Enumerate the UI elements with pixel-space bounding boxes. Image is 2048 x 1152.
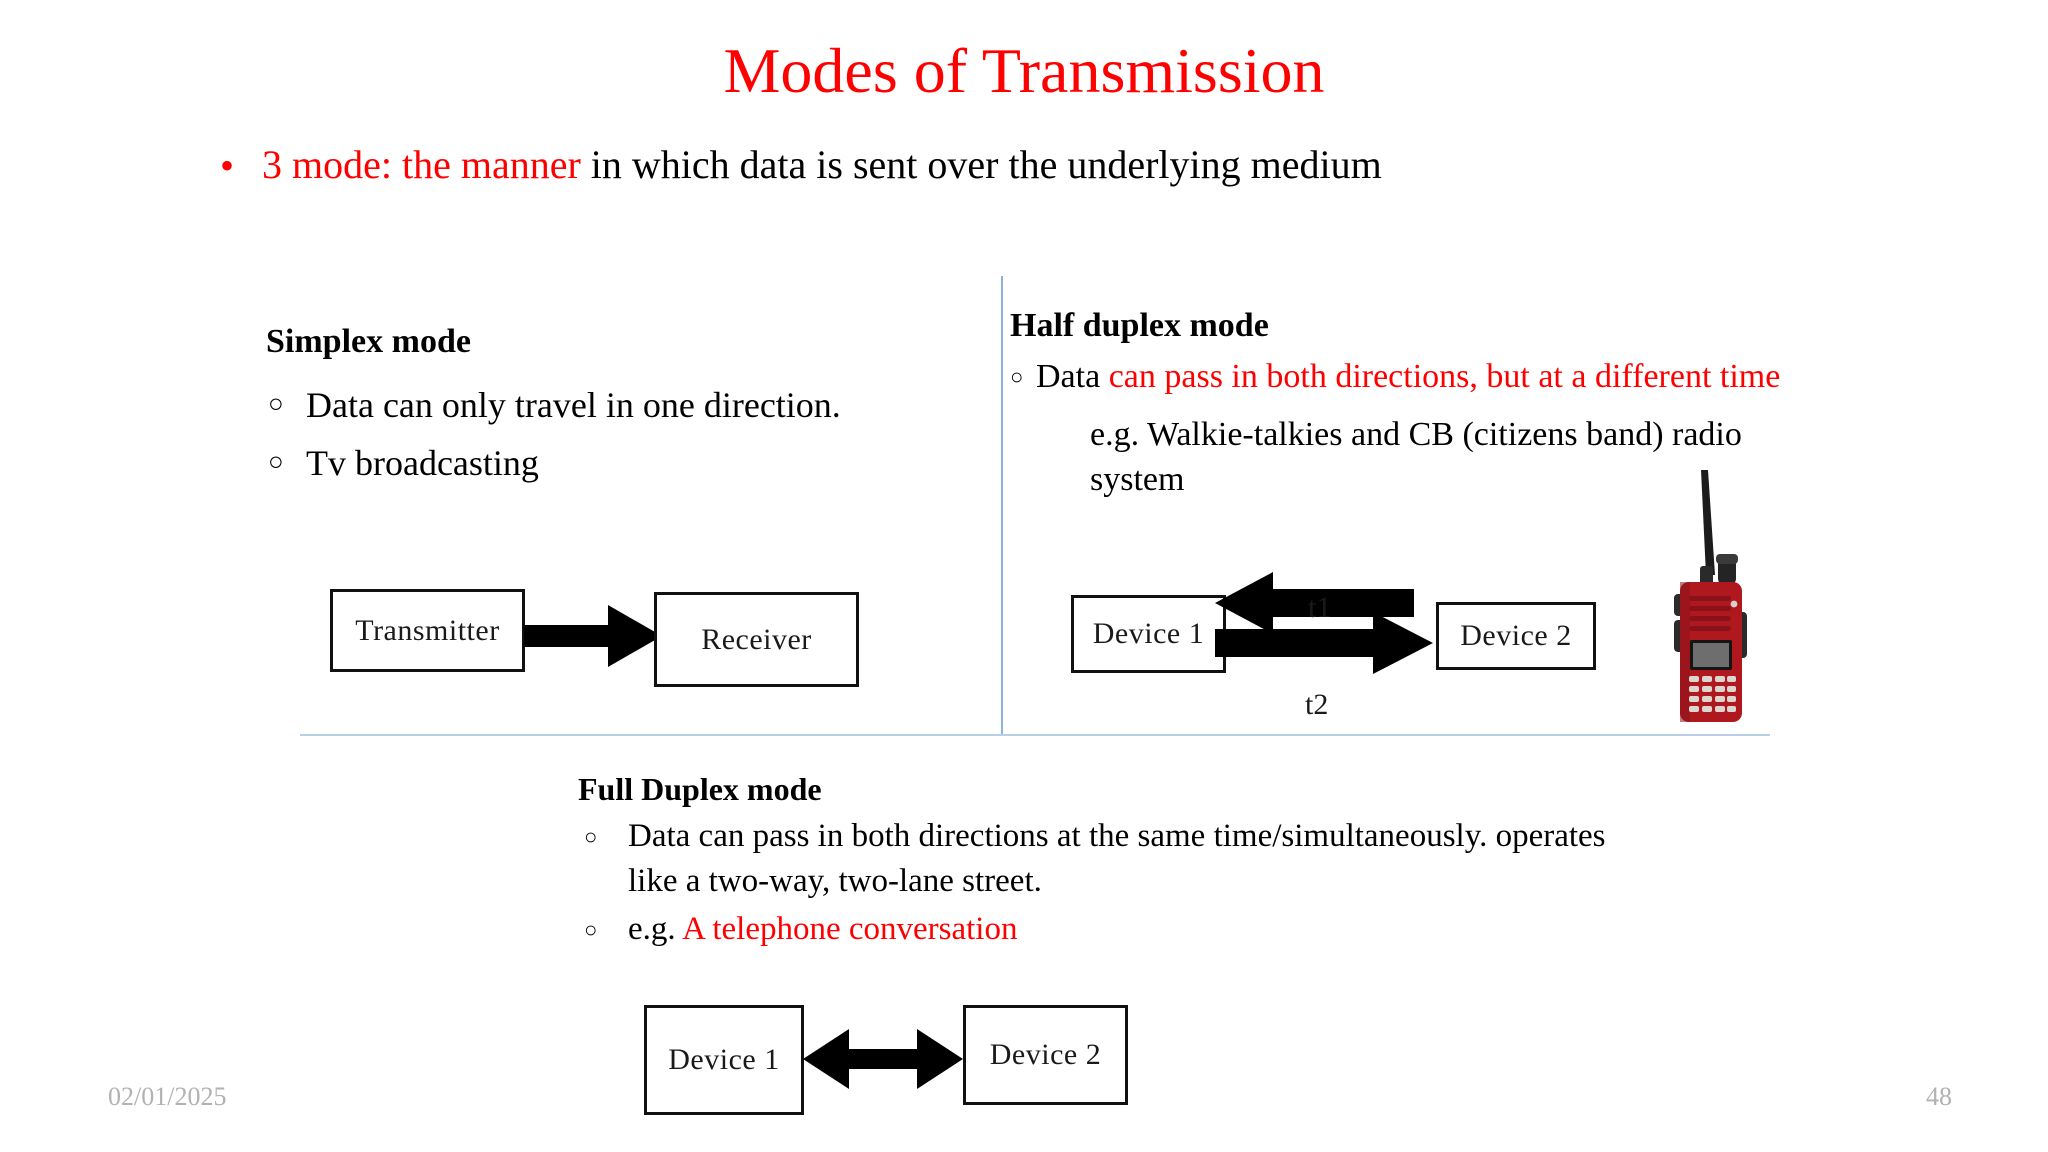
simplex-item-text: Tv broadcasting — [306, 442, 539, 483]
simplex-section: Simplex mode ○ Data can only travel in o… — [266, 322, 966, 495]
list-item: ○ Data can only travel in one direction. — [266, 379, 966, 431]
half-duplex-device1-box: Device 1 — [1071, 595, 1226, 673]
circle-bullet-icon: ○ — [584, 917, 598, 943]
full-duplex-section: Full Duplex mode ○ Data can pass in both … — [578, 770, 1628, 956]
bullet-dot-icon: • — [220, 143, 235, 188]
full-duplex-heading: Full Duplex mode — [578, 771, 822, 807]
simplex-item-text: Data can only travel in one direction. — [306, 384, 841, 425]
page-title: Modes of Transmission — [723, 35, 1325, 106]
lead-bullet-line: • 3 mode: the manner in which data is sen… — [220, 140, 1822, 190]
list-item: ○ e.g. A telephone conversation — [578, 907, 1628, 952]
full-duplex-device2-box: Device 2 — [963, 1005, 1128, 1105]
half-duplex-description: ○ Data can pass in both directions, but a… — [1010, 355, 1810, 399]
half-duplex-section: Half duplex mode ○ Data can pass in both … — [1010, 306, 1810, 503]
walkie-talkie-image — [1660, 470, 1760, 730]
footer-page-number: 48 — [1926, 1082, 1952, 1111]
simplex-transmitter-box: Transmitter — [330, 589, 525, 672]
list-item: ○ Data can pass in both directions at the… — [578, 814, 1628, 903]
vertical-divider — [1001, 276, 1003, 735]
full-duplex-device1-label: Device 1 — [668, 1043, 780, 1076]
full-duplex-item-red-text: A telephone conversation — [682, 911, 1018, 948]
half-duplex-black-text: Data — [1036, 357, 1101, 395]
full-duplex-device1-box: Device 1 — [644, 1005, 804, 1115]
circle-bullet-icon: ○ — [268, 388, 284, 418]
circle-bullet-icon: ○ — [268, 446, 284, 476]
half-duplex-example: e.g. Walkie-talkies and CB (citizens ban… — [1090, 415, 1742, 498]
lead-bullet-black-text: in which data is sent over the underlyin… — [580, 142, 1382, 187]
circle-bullet-icon: ○ — [584, 824, 598, 850]
simplex-receiver-label: Receiver — [701, 622, 812, 656]
simplex-heading: Simplex mode — [266, 323, 471, 360]
full-duplex-item-text: e.g. — [628, 911, 683, 948]
half-duplex-device2-box: Device 2 — [1436, 602, 1596, 670]
half-duplex-red-text: can pass in both directions, but at a di… — [1100, 357, 1781, 395]
horizontal-divider — [300, 734, 1770, 736]
half-duplex-t1-arrow-left-icon — [1215, 572, 1355, 634]
circle-bullet-icon: ○ — [1010, 363, 1024, 389]
half-duplex-device2-label: Device 2 — [1460, 619, 1572, 652]
half-duplex-t2-arrow-right-icon — [1215, 612, 1433, 674]
half-duplex-device1-label: Device 1 — [1092, 617, 1205, 650]
full-duplex-device2-label: Device 2 — [989, 1038, 1102, 1071]
simplex-arrow-right-icon — [524, 605, 662, 667]
simplex-receiver-box: Receiver — [654, 592, 859, 687]
half-duplex-t1-label: t1 — [1308, 591, 1332, 624]
list-item: ○ Tv broadcasting — [266, 437, 966, 489]
half-duplex-heading: Half duplex mode — [1010, 307, 1269, 344]
simplex-transmitter-label: Transmitter — [355, 613, 500, 647]
full-duplex-double-arrow-icon — [803, 1029, 963, 1089]
half-duplex-t2-label: t2 — [1305, 688, 1329, 721]
half-duplex-t1-arrow-tail-icon — [1350, 589, 1414, 617]
full-duplex-item-text: Data can pass in both directions at the … — [628, 818, 1606, 899]
footer-date: 02/01/2025 — [108, 1082, 227, 1111]
lead-bullet-red-text: 3 mode: the manner — [262, 142, 581, 187]
